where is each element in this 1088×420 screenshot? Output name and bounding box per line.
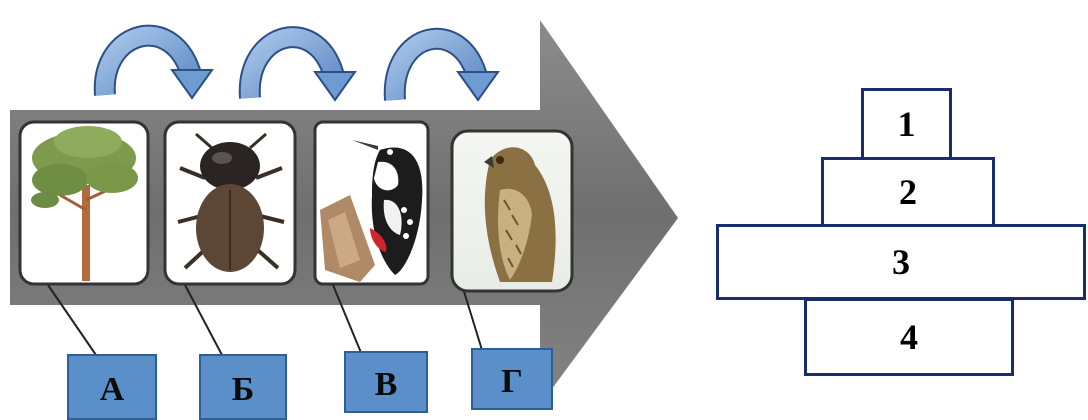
- hawk-icon: [450, 129, 574, 293]
- label-v: В: [375, 366, 398, 403]
- pyramid-level-1: 1: [861, 88, 952, 160]
- pyramid-level-3: 3: [716, 224, 1086, 300]
- pine-tree-icon: [18, 120, 150, 286]
- label-v-box: В: [344, 351, 428, 413]
- curved-arrow-2: [238, 26, 357, 102]
- label-b-box: Б: [199, 354, 287, 420]
- label-b: Б: [232, 371, 254, 408]
- pyramid-level-1-label: 1: [897, 104, 916, 144]
- pyramid-level-4: 4: [804, 298, 1014, 376]
- label-g: Г: [501, 363, 523, 400]
- pyramid-level-2: 2: [821, 157, 995, 227]
- curved-arrow-3: [383, 27, 500, 102]
- label-g-box: Г: [471, 348, 553, 410]
- pyramid-level-2-label: 2: [899, 172, 917, 212]
- curved-arrow-1: [93, 24, 214, 100]
- label-a: А: [100, 371, 125, 408]
- pyramid-level-4-label: 4: [900, 317, 918, 357]
- pyramid-level-3-label: 3: [892, 242, 910, 282]
- woodpecker-icon: [313, 120, 430, 286]
- beetle-icon: [163, 120, 297, 286]
- label-a-box: А: [67, 354, 157, 420]
